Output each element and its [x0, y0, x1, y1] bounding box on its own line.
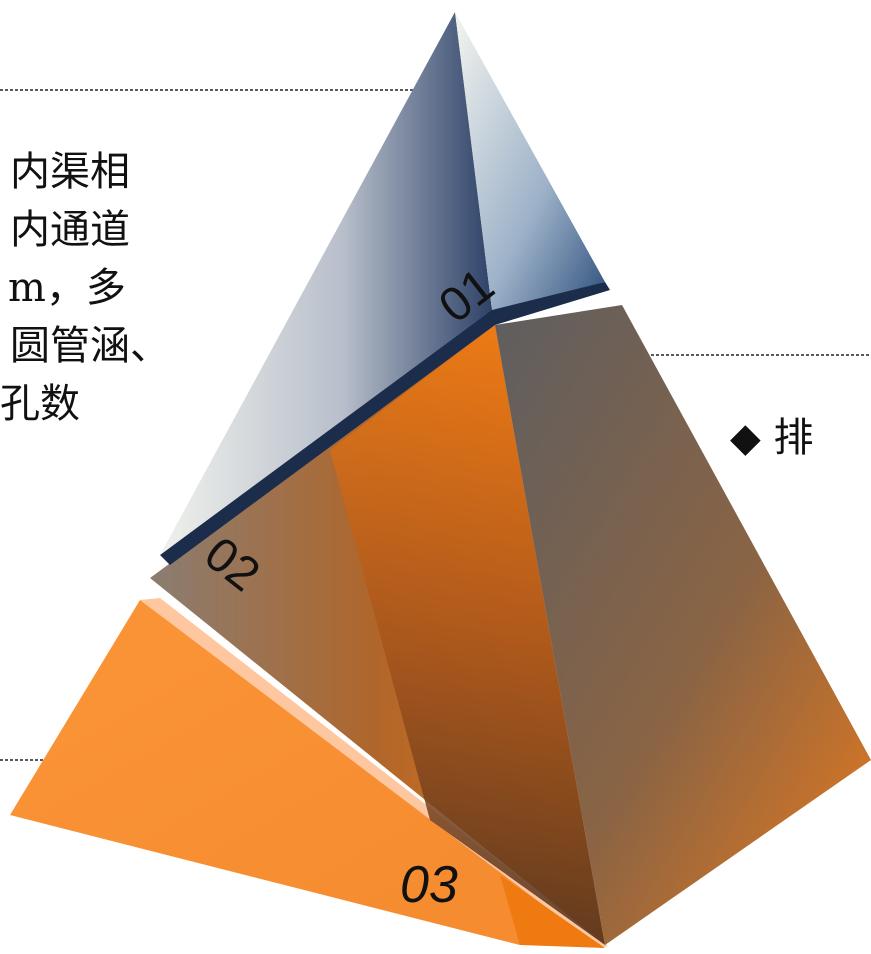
layer-label-03: 03: [400, 856, 458, 914]
left-text-line-1: 内渠相: [10, 149, 130, 195]
left-description: 内渠相 内通道 m，多 圆管涵、 孔数: [0, 143, 200, 433]
layer-divider: [160, 282, 610, 565]
leader-line-top: [0, 85, 448, 95]
right-description: ◆ 排: [730, 415, 814, 461]
left-text-line-3: m，多: [8, 265, 126, 311]
left-text-line-5: 孔数: [0, 381, 80, 427]
left-text-line-4: 圆管涵、: [10, 323, 170, 369]
layer-02: [150, 305, 871, 945]
left-text-line-2: 内通道: [10, 207, 130, 253]
layer-01: [160, 12, 605, 555]
